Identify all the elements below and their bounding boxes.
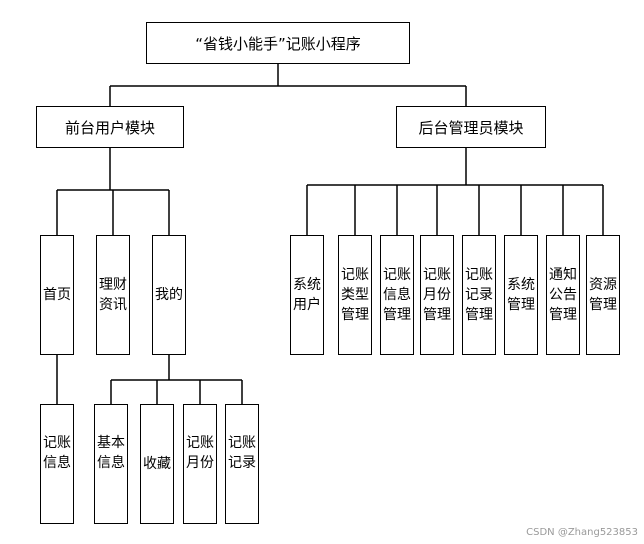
- root-node: “省钱小能手”记账小程序: [146, 22, 410, 64]
- bookkeeping-info-node: 记账信息: [40, 404, 74, 524]
- bookkeeping-month-node: 记账月份: [183, 404, 217, 524]
- bookkeeping-record-node: 记账记录: [225, 404, 259, 524]
- watermark: CSDN @Zhang523853: [526, 527, 638, 538]
- back-item-system-users: 系统用户: [290, 235, 324, 355]
- back-item-notice-management: 通知公告管理: [546, 235, 580, 355]
- finance-news-node: 理财资讯: [96, 235, 130, 355]
- back-item-type-management: 记账类型管理: [338, 235, 372, 355]
- front-module-node: 前台用户模块: [36, 106, 184, 148]
- basic-info-node: 基本信息: [94, 404, 128, 524]
- back-item-record-management: 记账记录管理: [462, 235, 496, 355]
- back-item-system-management: 系统管理: [504, 235, 538, 355]
- back-item-month-management: 记账月份管理: [420, 235, 454, 355]
- back-item-resource-management: 资源管理: [586, 235, 620, 355]
- back-module-node: 后台管理员模块: [396, 106, 546, 148]
- home-node: 首页: [40, 235, 74, 355]
- mine-node: 我的: [152, 235, 186, 355]
- back-item-info-management: 记账信息管理: [380, 235, 414, 355]
- favorites-node: 收藏: [140, 404, 174, 524]
